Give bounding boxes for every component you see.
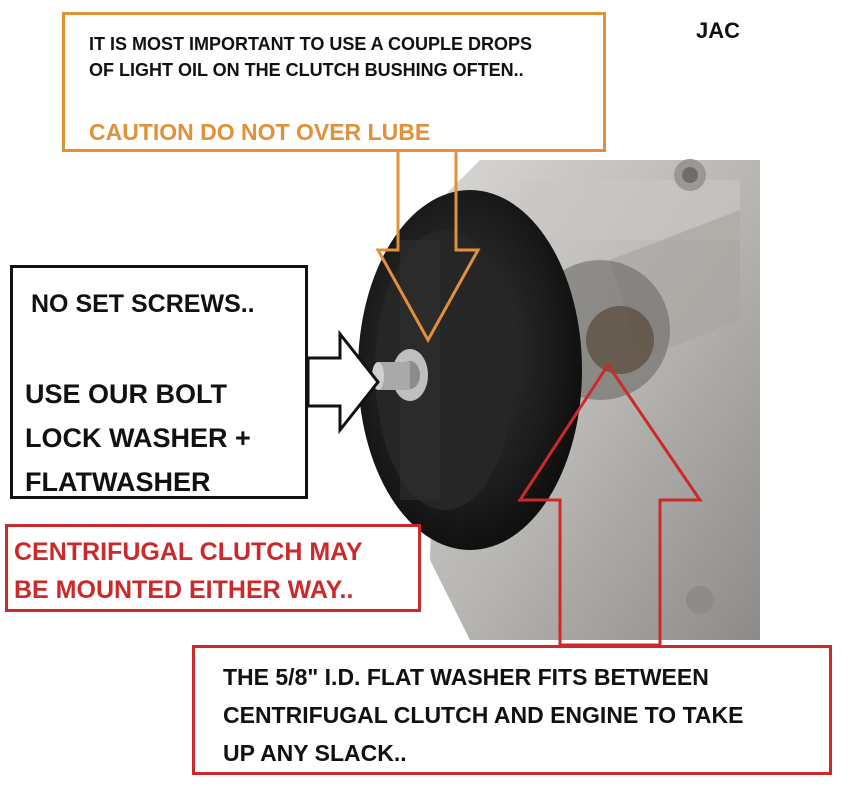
lubrication-note-text: IT IS MOST IMPORTANT TO USE A COUPLE DRO… bbox=[89, 31, 532, 83]
flat-washer-note-line3: UP ANY SLACK.. bbox=[223, 740, 407, 766]
set-screws-heading: NO SET SCREWS.. bbox=[31, 290, 255, 318]
black-arrow bbox=[306, 329, 380, 435]
caution-text: CAUTION DO NOT OVER LUBE bbox=[89, 119, 431, 145]
flat-washer-note: THE 5/8" I.D. FLAT WASHER FITS BETWEEN C… bbox=[192, 645, 832, 775]
flat-washer-note-line1: THE 5/8" I.D. FLAT WASHER FITS BETWEEN bbox=[223, 664, 709, 690]
red-arrows bbox=[517, 362, 703, 647]
bolt-instructions-line3: FLATWASHER bbox=[25, 467, 211, 497]
bolt-instructions: USE OUR BOLT LOCK WASHER + FLATWASHER bbox=[25, 372, 251, 504]
mounting-note-line2: BE MOUNTED EITHER WAY.. bbox=[14, 576, 354, 604]
clutch-drum bbox=[358, 190, 582, 550]
lubrication-note-line2: OF LIGHT OIL ON THE CLUTCH BUSHING OFTEN… bbox=[89, 60, 524, 80]
flat-washer-note-text: THE 5/8" I.D. FLAT WASHER FITS BETWEEN C… bbox=[223, 658, 743, 772]
orange-arrow bbox=[375, 148, 481, 344]
bolt-instructions-line2: LOCK WASHER + bbox=[25, 423, 251, 453]
set-screws-note: NO SET SCREWS.. USE OUR BOLT LOCK WASHER… bbox=[10, 265, 308, 499]
mounting-note-text: CENTRIFUGAL CLUTCH MAY BE MOUNTED EITHER… bbox=[14, 533, 363, 609]
lubrication-note-line1: IT IS MOST IMPORTANT TO USE A COUPLE DRO… bbox=[89, 34, 533, 54]
lubrication-note: IT IS MOST IMPORTANT TO USE A COUPLE DRO… bbox=[62, 12, 606, 152]
bolt-instructions-line1: USE OUR BOLT bbox=[25, 379, 227, 409]
mounting-note: CENTRIFUGAL CLUTCH MAY BE MOUNTED EITHER… bbox=[5, 524, 421, 612]
mounting-note-line1: CENTRIFUGAL CLUTCH MAY bbox=[14, 538, 363, 566]
jac-label: JAC bbox=[696, 18, 741, 43]
flat-washer-note-line2: CENTRIFUGAL CLUTCH AND ENGINE TO TAKE bbox=[223, 702, 744, 728]
bolt-and-washer bbox=[372, 349, 428, 401]
